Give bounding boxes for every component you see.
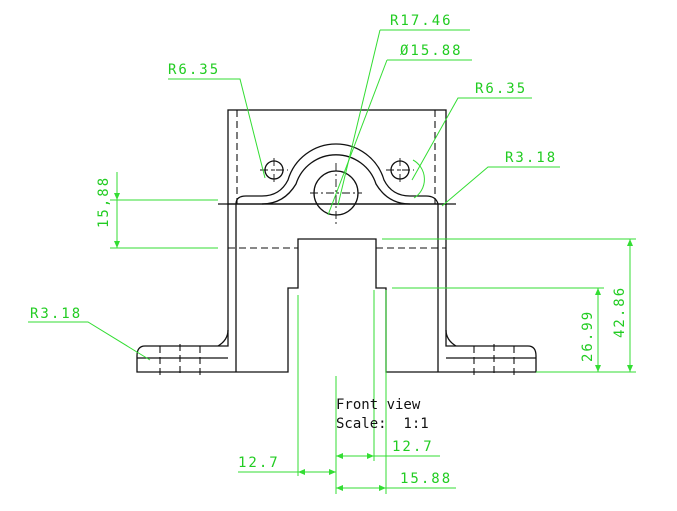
upper-block <box>227 109 447 205</box>
dim-r3-18-right: R3.18 <box>505 150 557 166</box>
part-geometry <box>136 109 537 376</box>
arch-inner <box>261 154 411 205</box>
dim-height-step: 26.99 <box>580 310 596 362</box>
dim-width-right: 12.7 <box>392 439 434 455</box>
dim-r6-35-left: R6.35 <box>168 62 220 78</box>
leader-r635-right <box>411 97 532 181</box>
dim-height-ledge: 15,88 <box>96 176 112 228</box>
dim-r17-46: R17.46 <box>390 13 453 29</box>
dimension-lines <box>28 29 636 494</box>
leader-dia <box>327 59 388 216</box>
view-title: Front view <box>336 397 421 413</box>
dim-width-step: 15.88 <box>400 471 452 487</box>
arch-outer <box>235 143 439 205</box>
fillets <box>217 329 457 347</box>
dim-r3-18-left: R3.18 <box>30 306 82 322</box>
dim-bore-diameter: Ø15.88 <box>400 43 463 59</box>
leader-r318-left <box>28 321 151 361</box>
body-outline <box>136 204 537 373</box>
dim-r6-35-right: R6.35 <box>475 81 527 97</box>
view-scale: Scale: 1:1 <box>336 416 429 432</box>
leader-r17 <box>337 29 381 206</box>
arc <box>412 159 425 199</box>
dim-width-left: 12.7 <box>238 455 280 471</box>
leader-r635-left <box>168 78 266 179</box>
arrowheads <box>114 193 633 491</box>
dim-height-total: 42.86 <box>612 286 628 338</box>
leader-r318-right <box>441 166 560 207</box>
